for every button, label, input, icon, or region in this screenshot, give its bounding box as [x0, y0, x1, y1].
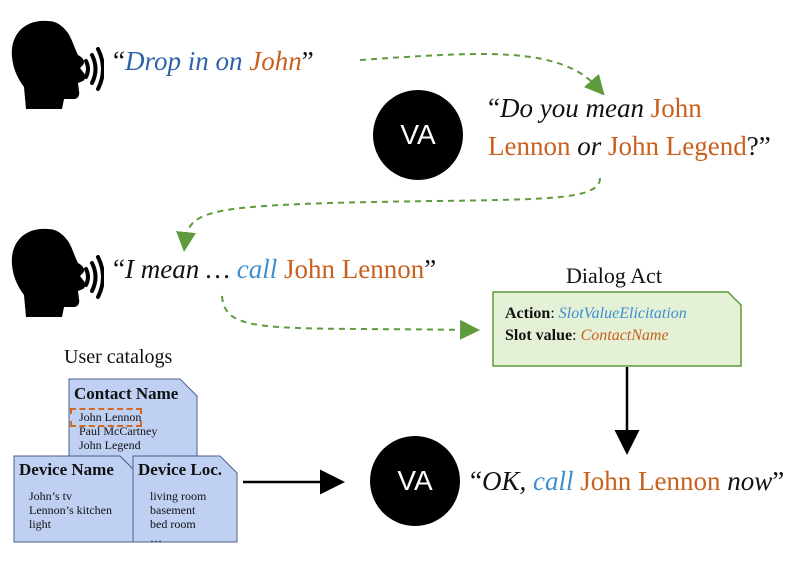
response-verb: call — [533, 466, 574, 496]
va-label: VA — [397, 465, 433, 496]
quote-close: ?” — [746, 131, 771, 161]
assistant-response-1-line2: Lennon or John Legend?” — [488, 130, 771, 164]
list-item: light — [29, 517, 52, 531]
contact-name: John Lennon — [580, 466, 721, 496]
utterance-text: Drop in on — [124, 46, 243, 76]
assistant-response-1: “Do you mean John — [488, 92, 702, 126]
contact-name-card-title: Contact Name — [74, 384, 179, 403]
dialog-act-box: Action: SlotValueElicitation Slot value:… — [505, 303, 687, 347]
device-loc-list: living room basement bed room … — [150, 489, 206, 545]
or-text: or — [577, 131, 602, 161]
contact-name-list: John Lennon Paul McCartney John Legend — [79, 410, 157, 452]
utterance-verb: call — [236, 254, 278, 284]
candidate-name-1: John — [650, 93, 702, 123]
list-item: bed room — [150, 517, 196, 531]
green-dashed-arrow-1 — [359, 53, 605, 96]
action-label: Action — [505, 305, 551, 322]
quote-open: “ — [113, 254, 125, 284]
response-text: OK, — [481, 466, 527, 496]
list-item: living room — [150, 489, 207, 503]
dialog-act-action-row: Action: SlotValueElicitation — [505, 305, 687, 322]
quote-close: ” — [772, 466, 785, 496]
green-dashed-arrow-2 — [176, 177, 601, 252]
device-name-list: John’s tv Lennon’s kitchen light — [29, 489, 112, 531]
voice-assistant-circle: VA — [373, 90, 463, 180]
list-item: John’s tv — [29, 489, 73, 503]
quote-open: “ — [113, 46, 125, 76]
device-loc-card-title: Device Loc. — [138, 460, 223, 479]
contact-name: John Lennon — [283, 254, 425, 284]
list-item: Paul McCartney — [79, 424, 158, 438]
user-utterance-2: “I mean … call John Lennon” — [113, 253, 436, 287]
voice-assistant-circle: VA — [370, 436, 460, 526]
list-item: … — [150, 531, 162, 545]
list-item: John Legend — [79, 438, 141, 452]
highlight-box — [70, 408, 142, 427]
assistant-response-2: “OK, call John Lennon now” — [470, 465, 784, 499]
speaking-head-icon — [11, 228, 104, 317]
action-value: SlotValueElicitation — [558, 305, 687, 322]
utterance-text: I mean … — [124, 254, 237, 284]
quote-close: ” — [424, 254, 437, 284]
dialog-act-slot-row: Slot value: ContactName — [505, 327, 669, 344]
quote-open: “ — [470, 466, 482, 496]
contact-name: John — [249, 46, 302, 76]
list-item: Lennon’s kitchen — [29, 503, 112, 517]
quote-close: ” — [301, 46, 314, 76]
slot-value: ContactName — [580, 327, 669, 344]
candidate-name-2: John Legend — [608, 131, 747, 161]
speaking-head-icon — [11, 20, 104, 110]
user-utterance-1: “Drop in on John” — [113, 45, 314, 79]
quote-open: “ — [488, 93, 500, 123]
slot-label: Slot value — [505, 327, 573, 344]
candidate-name-1-rest: Lennon — [488, 131, 571, 161]
response-text-end: now — [727, 466, 773, 496]
va-label: VA — [400, 119, 436, 150]
dialog-act-title: Dialog Act — [566, 263, 662, 288]
green-dashed-arrow-3 — [221, 295, 480, 340]
user-catalogs-title: User catalogs — [64, 346, 173, 368]
device-name-card-title: Device Name — [19, 460, 114, 479]
device-loc-card-shape — [132, 455, 238, 543]
list-item: basement — [150, 503, 196, 517]
list-item: John Lennon — [79, 410, 142, 424]
response-text: Do you mean — [499, 93, 644, 123]
dialog-act-box-shape — [492, 291, 742, 367]
